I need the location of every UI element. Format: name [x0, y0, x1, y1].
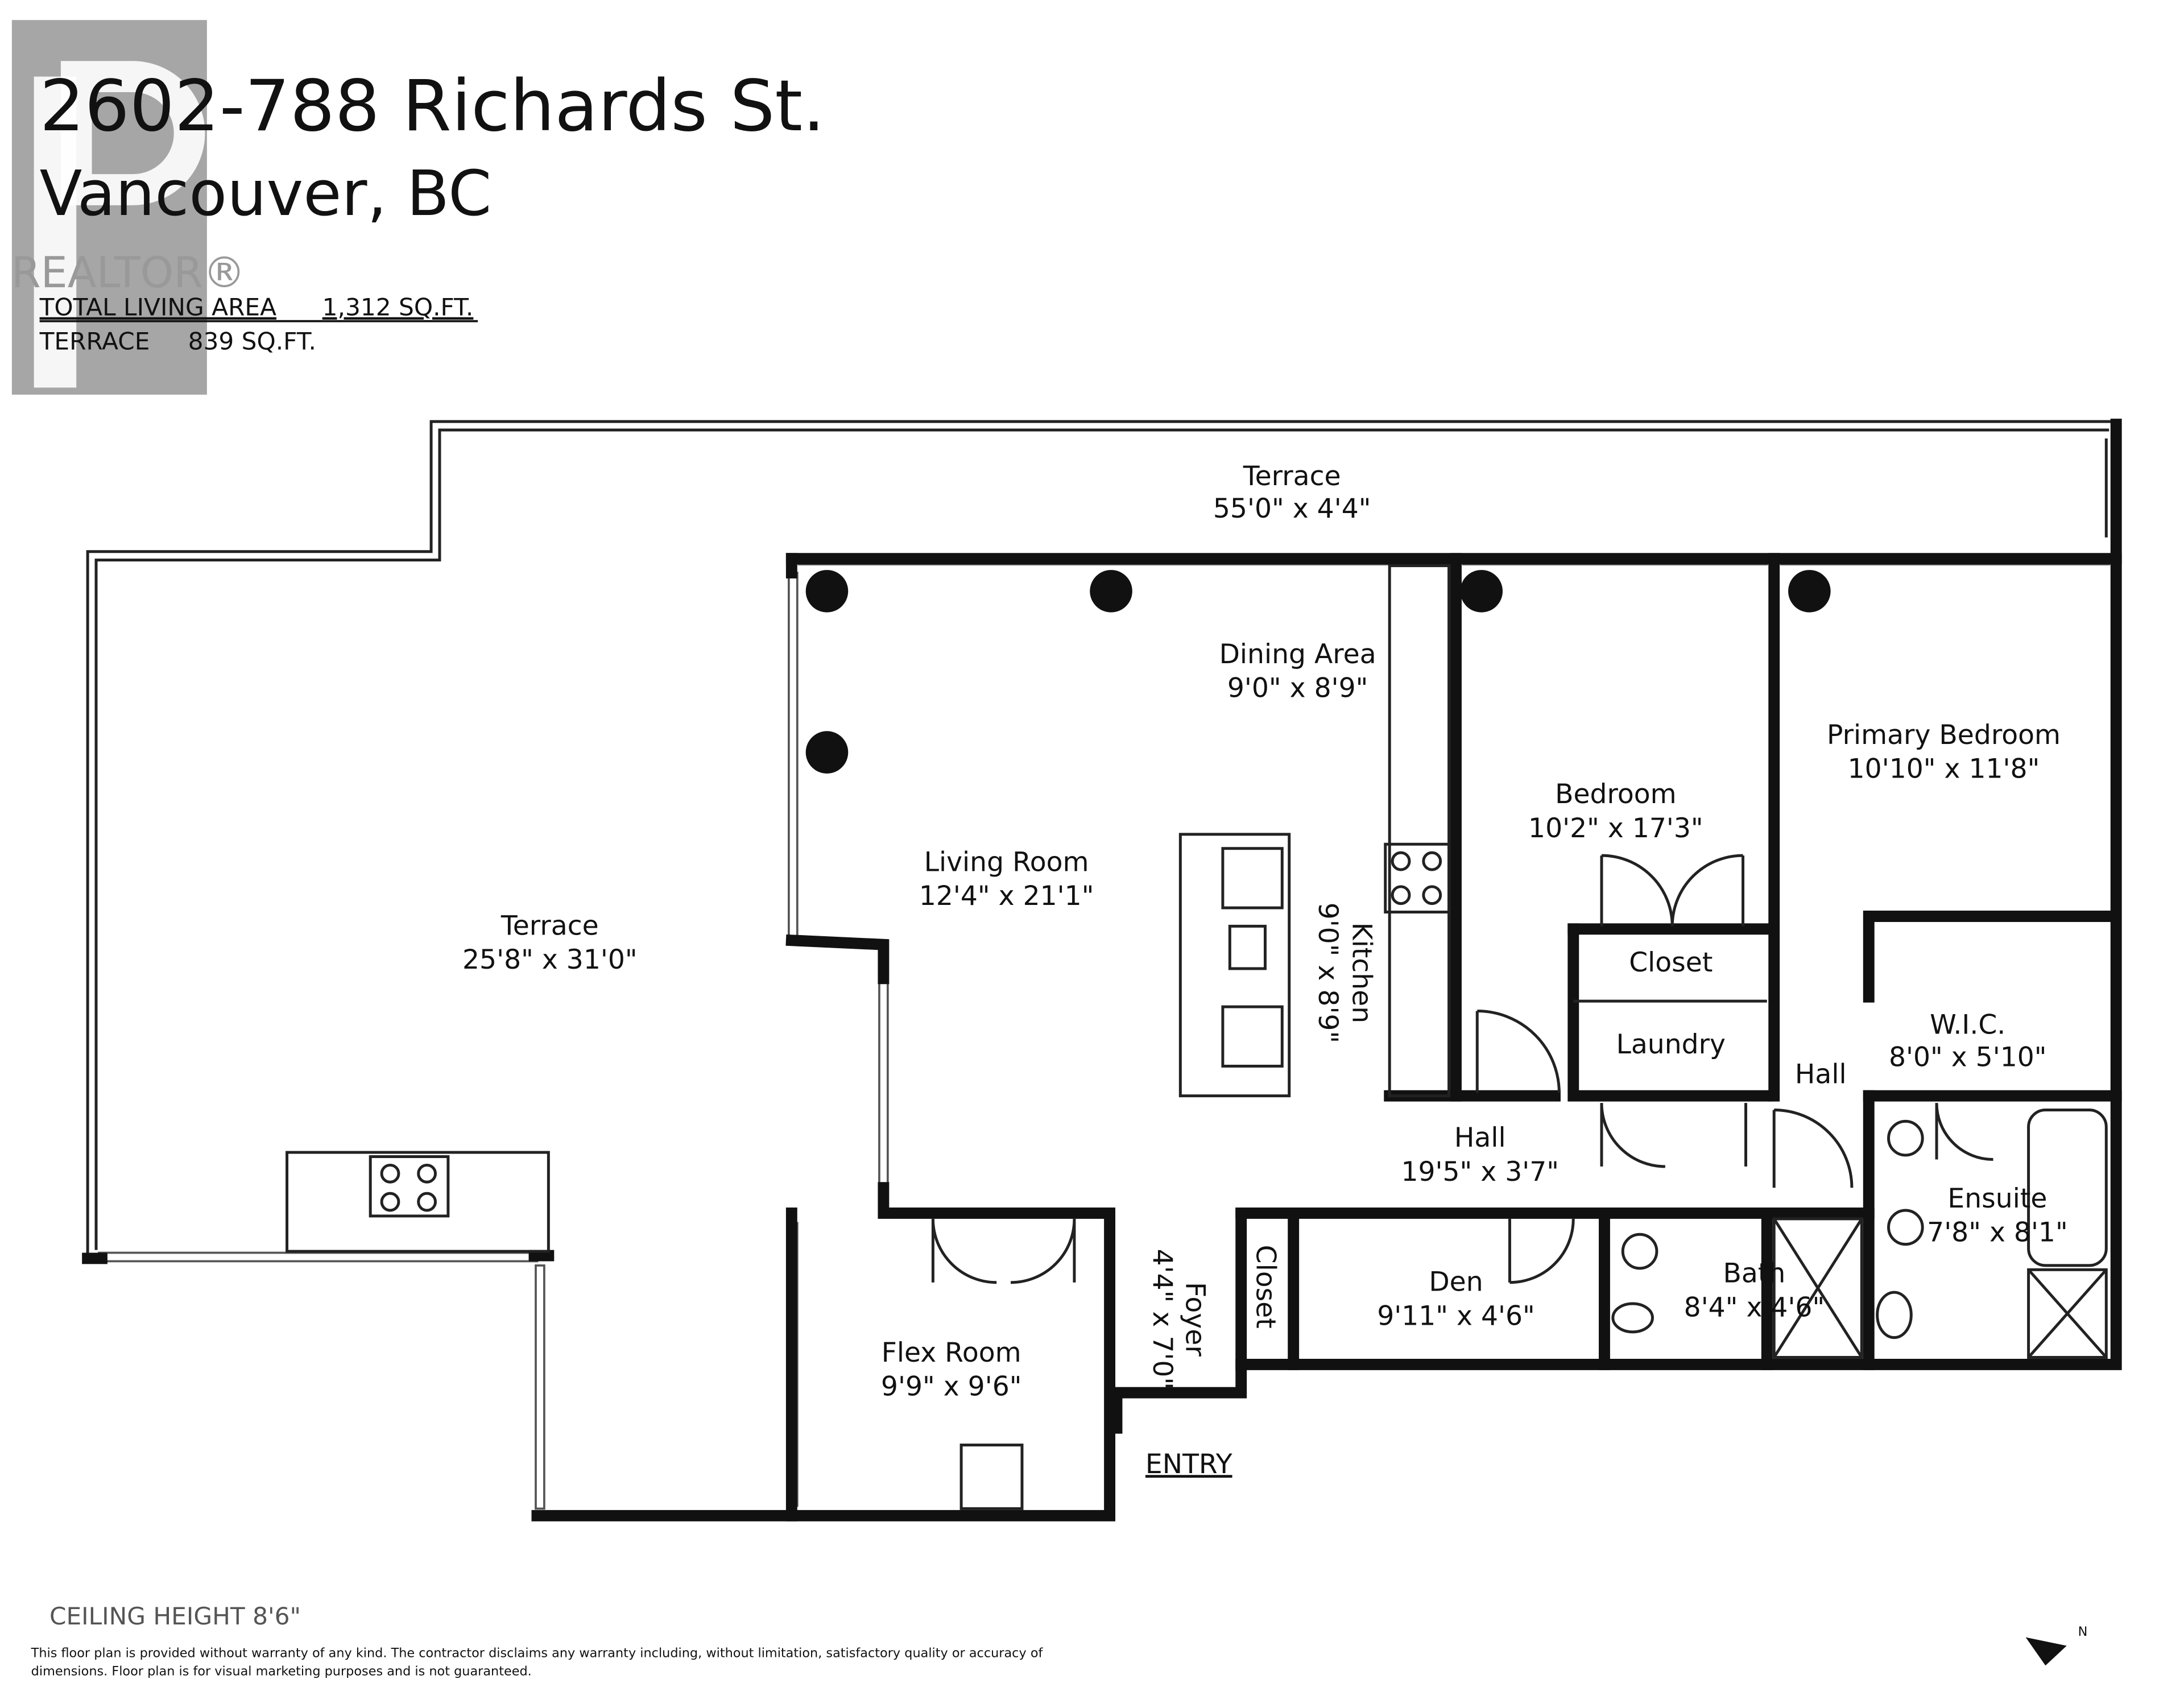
room-name: Ensuite: [1947, 1183, 2047, 1214]
room-dims: 8'4" x 4'6": [1684, 1292, 1825, 1323]
toilet-icon: [1611, 1291, 1913, 1339]
sink-icon: [1621, 1119, 1924, 1270]
room-name: Dining Area: [1219, 639, 1376, 670]
room-name: Laundry: [1616, 1029, 1726, 1060]
disclaimer-line-1: This floor plan is provided without warr…: [31, 1645, 1044, 1660]
room-dims: 25'8" x 31'0": [462, 944, 638, 975]
room-name: Closet: [1250, 1245, 1281, 1329]
room-name: Bath: [1723, 1258, 1786, 1289]
room-dims: 9'9" x 9'6": [881, 1371, 1022, 1403]
terrace-area-value: 839 SQ.FT.: [188, 327, 316, 355]
room-name: Primary Bedroom: [1827, 720, 2061, 751]
bathtub-icon: [2027, 1109, 2108, 1267]
room-name: W.I.C.: [1930, 1009, 2005, 1040]
room-name: Terrace: [1243, 461, 1341, 492]
room-dims: 19'5" x 3'7": [1401, 1156, 1559, 1188]
stove-icon: [1384, 842, 1451, 914]
room-dims: 4'4" x 7'0": [1147, 1249, 1178, 1390]
page-subtitle: Vancouver, BC: [40, 157, 492, 230]
room-dims: 7'8" x 8'1": [1927, 1217, 2068, 1248]
door-swing-icon: [931, 854, 1993, 1284]
svg-text:N: N: [2078, 1624, 2088, 1639]
room-labels: Terrace 55'0" x 4'4" Terrace 25'8" x 31'…: [462, 461, 2068, 1480]
room-name: Bedroom: [1555, 779, 1677, 810]
bbq-counter: [286, 1151, 550, 1253]
room-name: Kitchen: [1346, 923, 1378, 1023]
disclaimer-line-2: dimensions. Floor plan is for visual mar…: [31, 1664, 532, 1679]
room-name: Living Room: [924, 846, 1089, 878]
page-title: 2602-788 Richards St.: [40, 65, 825, 147]
kitchen-island: [1178, 833, 1291, 1098]
flex-room-cabinet: [959, 1444, 1024, 1510]
kitchen-counter: [1388, 564, 1451, 1098]
walls: [82, 419, 2122, 1521]
room-name: Hall: [1795, 1058, 1847, 1090]
column-icon: [805, 570, 1831, 774]
terrace-area-label: TERRACE: [39, 327, 150, 355]
terrace-outline: [86, 420, 2121, 1259]
room-dims: 10'2" x 17'3": [1528, 813, 1703, 844]
room-name: Flex Room: [882, 1337, 1021, 1368]
room-name: Hall: [1454, 1122, 1506, 1153]
total-living-area-label: TOTAL LIVING AREA: [39, 293, 277, 321]
room-name: Foyer: [1179, 1282, 1210, 1357]
room-name: Terrace: [500, 910, 599, 941]
room-name: Den: [1429, 1267, 1483, 1298]
room-dims: 10'10" x 11'8": [1848, 753, 2040, 784]
shower-icon: [1772, 1217, 2108, 1359]
sink-icon: [1228, 924, 1267, 970]
north-arrow-icon: N: [2025, 1624, 2088, 1666]
room-name: Closet: [1629, 947, 1713, 978]
svg-text:REALTOR®: REALTOR®: [11, 248, 246, 297]
room-dims: 8'0" x 5'10": [1889, 1041, 2047, 1073]
room-dims: 9'0" x 8'9": [1312, 903, 1343, 1044]
ceiling-height: CEILING HEIGHT 8'6": [49, 1602, 301, 1630]
room-dims: 9'11" x 4'6": [1377, 1300, 1535, 1332]
room-dims: 9'0" x 8'9": [1227, 673, 1368, 704]
room-dims: 12'4" x 21'1": [919, 880, 1094, 912]
room-dims: 55'0" x 4'4": [1213, 493, 1371, 524]
entry-label: ENTRY: [1145, 1449, 1232, 1480]
realtor-logo: REALTOR®: [11, 20, 246, 395]
total-living-area-value: 1,312 SQ.FT.: [322, 293, 474, 321]
